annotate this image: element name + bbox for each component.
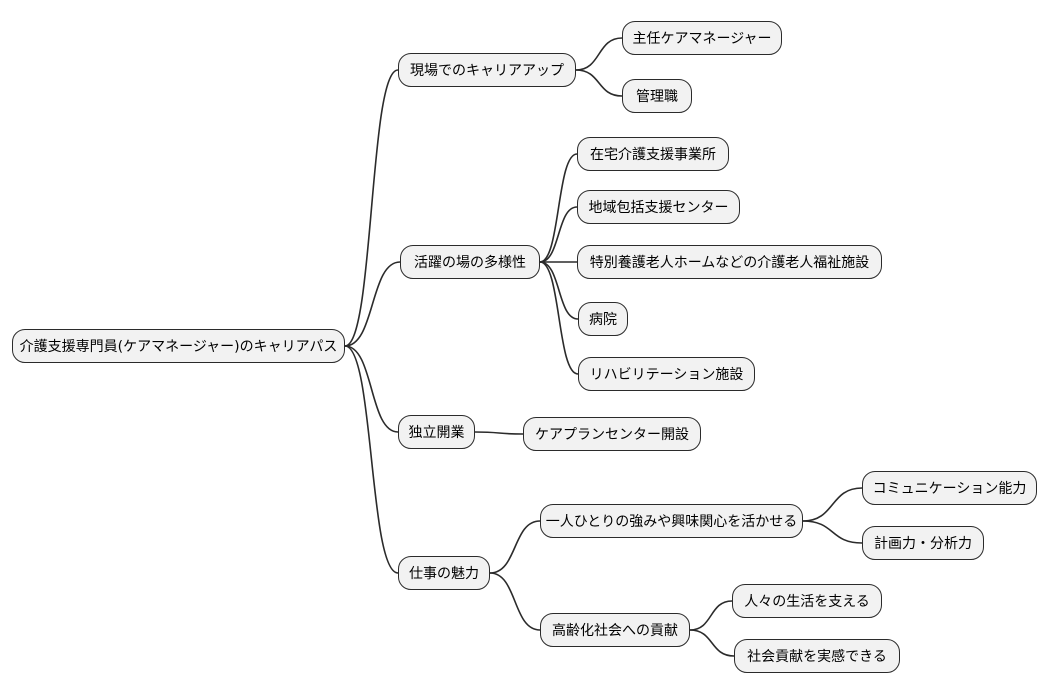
connector [539,206,578,263]
connector [344,345,399,574]
node-aging-society-contribution[interactable]: 高齢化社会への貢献 [540,613,690,647]
connector [474,431,524,435]
node-independent-business[interactable]: 独立開業 [398,415,475,449]
connector [539,261,579,320]
node-communication-skill[interactable]: コミュニケーション能力 [862,471,1037,505]
connector [689,629,735,657]
node-management-position[interactable]: 管理職 [622,79,692,113]
node-care-plan-center[interactable]: ケアプランセンター開設 [523,417,701,451]
connector [802,520,863,544]
connector [539,153,578,263]
connector [344,345,399,433]
connector [344,261,401,347]
node-planning-analysis-skill[interactable]: 計画力・分析力 [862,526,984,560]
connector [489,572,541,631]
node-support-peoples-lives[interactable]: 人々の生活を支える [732,584,882,618]
connector [689,600,733,631]
node-elderly-welfare-facility[interactable]: 特別養護老人ホームなどの介護老人福祉施設 [577,245,882,279]
connector [802,487,863,522]
connector [344,69,399,347]
connector [489,520,541,574]
node-rehabilitation-facility[interactable]: リハビリテーション施設 [578,357,755,391]
node-root-career-path[interactable]: 介護支援専門員(ケアマネージャー)のキャリアパス [12,329,345,363]
connector [575,69,623,97]
connector [539,261,579,375]
node-hospital[interactable]: 病院 [578,302,628,336]
connector [575,37,623,71]
node-diverse-workplaces[interactable]: 活躍の場の多様性 [400,245,540,279]
node-community-support-center[interactable]: 地域包括支援センター [577,190,740,224]
node-job-appeal[interactable]: 仕事の魅力 [398,556,490,590]
node-home-care-support-office[interactable]: 在宅介護支援事業所 [577,137,729,171]
node-use-strengths-interests[interactable]: 一人ひとりの強みや興味関心を活かせる [540,504,803,538]
node-feel-social-contribution[interactable]: 社会貢献を実感できる [734,639,900,673]
node-chief-care-manager[interactable]: 主任ケアマネージャー [622,21,782,55]
node-onsite-career-up[interactable]: 現場でのキャリアアップ [398,53,576,87]
